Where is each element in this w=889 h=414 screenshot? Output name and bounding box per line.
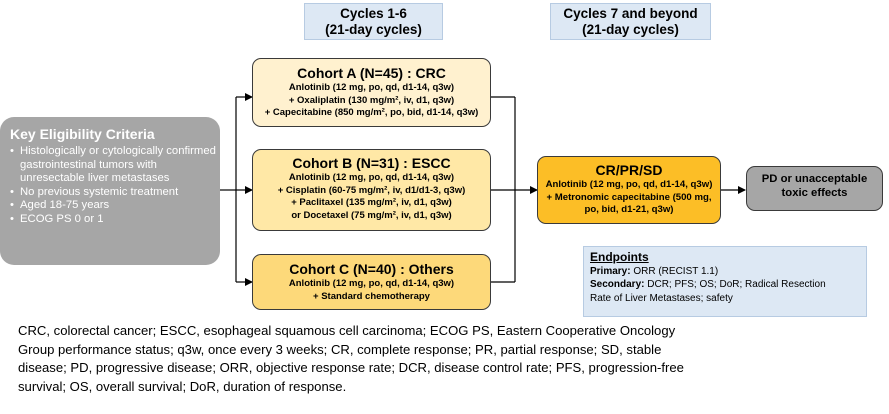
endpoints-title: Endpoints	[590, 250, 649, 264]
eligibility-title: Key Eligibility Criteria	[10, 126, 155, 142]
eligibility-list: Histologically or cytologically confirme…	[10, 145, 220, 227]
cohort-a-line: + Oxaliplatin (130 mg/m², iv, d1, q3w)	[288, 94, 455, 106]
response-line: + Metronomic capecitabine (500 mg,	[546, 191, 712, 203]
cohort-b-line: Anlotinib (12 mg, po, qd, d1-14, q3w)	[288, 172, 455, 183]
cohort-a-line: Anlotinib (12 mg, po, qd, d1-14, q3w)	[288, 82, 455, 93]
cohort-b-line: + Paclitaxel (135 mg/m², iv, d1, q3w)	[291, 197, 452, 209]
cohort-c-line: Anlotinib (12 mg, po, qd, d1-14, q3w)	[288, 278, 455, 289]
cohort-b-line: or Docetaxel (75 mg/m², iv, d1, q3w)	[291, 209, 452, 221]
pd-line-2: toxic effects	[781, 187, 848, 199]
primary-label: Primary:	[590, 266, 631, 277]
header-cycles-7-beyond: Cycles 7 and beyond (21-day cycles)	[550, 3, 711, 40]
eligibility-criteria-box: Key Eligibility Criteria Histologically …	[0, 117, 220, 265]
endpoints-box: Endpoints Primary: ORR (RECIST 1.1) Seco…	[583, 246, 867, 317]
response-line: Anlotinib (12 mg, po, qd, d1-14, q3w)	[545, 179, 713, 190]
response-title: CR/PR/SD	[595, 162, 663, 178]
header-cycles-1-6-line-1: Cycles 1-6	[340, 6, 407, 21]
response-box: CR/PR/SD Anlotinib (12 mg, po, qd, d1-14…	[537, 156, 721, 224]
primary-text: ORR (RECIST 1.1)	[630, 266, 719, 277]
header-cycles-1-6: Cycles 1-6 (21-day cycles)	[304, 3, 443, 40]
cohort-a-title: Cohort A (N=45) : CRC	[297, 65, 446, 81]
footnote-line: Group performance status; q3w, once ever…	[18, 341, 662, 357]
cohort-c-title: Cohort C (N=40) : Others	[289, 261, 454, 277]
secondary-text: DCR; PFS; OS; DoR; Radical Resection	[644, 279, 826, 291]
header-cycles-1-6-line-2: (21-day cycles)	[325, 22, 422, 37]
secondary-label: Secondary:	[590, 279, 645, 291]
eligibility-item: No previous systemic treatment	[10, 186, 220, 200]
footnote-line: CRC, colorectal cancer; ESCC, esophageal…	[18, 323, 676, 338]
header-cycles-7-line-2: (21-day cycles)	[582, 22, 679, 37]
eligibility-item: ECOG PS 0 or 1	[10, 213, 220, 227]
footnote-line: disease; PD, progressive disease; ORR, o…	[18, 360, 684, 375]
cohort-b-line: + Cisplatin (60-75 mg/m², iv, d1/d1-3, q…	[277, 184, 466, 196]
cohort-c-box: Cohort C (N=40) : Others Anlotinib (12 m…	[252, 254, 491, 310]
endpoints-primary: Primary: ORR (RECIST 1.1)	[590, 265, 866, 278]
cohort-a-box: Cohort A (N=45) : CRC Anlotinib (12 mg, …	[252, 58, 491, 127]
endpoints-secondary-cont: Rate of Liver Metastases; safety	[590, 292, 733, 304]
footnote-line: survival; OS, overall survival; DoR, dur…	[18, 378, 347, 394]
response-line: po, bid, d1-21, q3w)	[584, 204, 674, 216]
cohort-b-box: Cohort B (N=31) : ESCC Anlotinib (12 mg,…	[252, 149, 491, 231]
cohort-b-title: Cohort B (N=31) : ESCC	[292, 155, 451, 171]
eligibility-item: Histologically or cytologically confirme…	[10, 145, 220, 186]
pd-line-1: PD or unacceptable	[761, 173, 868, 185]
cohort-c-line: + Standard chemotherapy	[313, 290, 430, 302]
abbreviations-footnote: CRC, colorectal cancer; ESCC, esophageal…	[18, 322, 874, 396]
cohort-a-line: + Capecitabine (850 mg/m², po, bid, d1-1…	[264, 107, 479, 119]
header-cycles-7-line-1: Cycles 7 and beyond	[563, 6, 698, 21]
eligibility-item: Aged 18-75 years	[10, 199, 220, 213]
endpoints-secondary: Secondary: DCR; PFS; OS; DoR; Radical Re…	[590, 278, 866, 291]
pd-box: PD or unacceptable toxic effects	[746, 166, 883, 211]
